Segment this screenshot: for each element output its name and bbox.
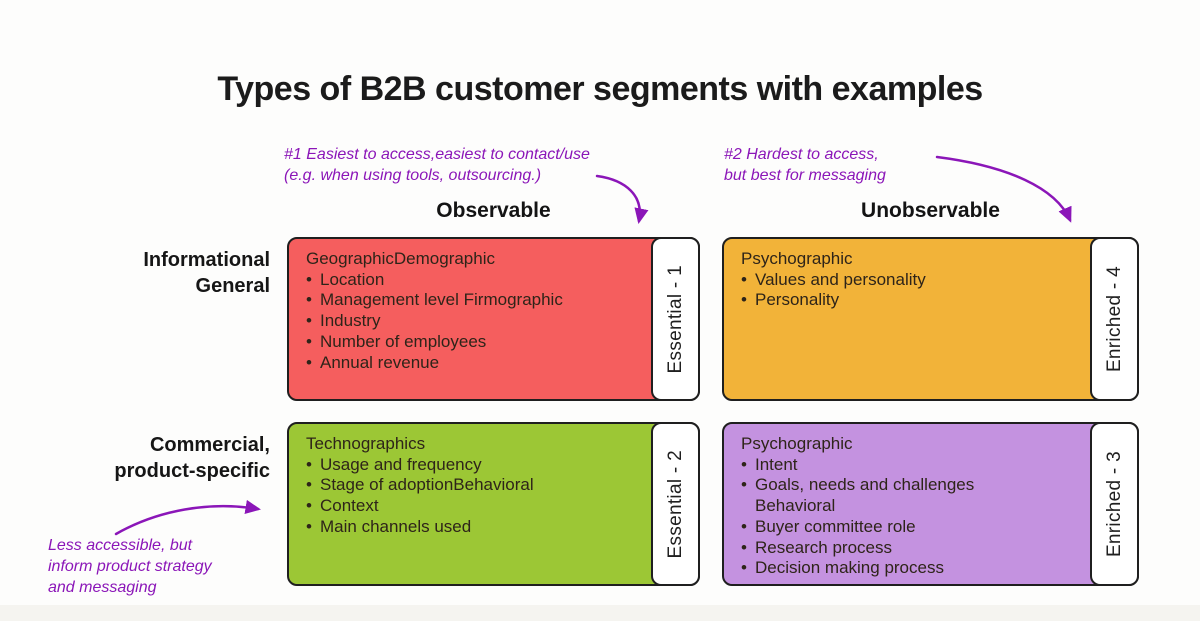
bullet-glyph: • — [741, 269, 747, 289]
bullet-text: Intent — [755, 454, 798, 474]
bullet-glyph: • — [741, 475, 747, 495]
bullet-text: Number of employees — [320, 331, 487, 351]
segment-tab-label: Enriched - 3 — [1103, 450, 1125, 558]
column-header-unobservable: Unobservable — [861, 199, 1000, 222]
bullet-glyph: • — [306, 454, 312, 474]
segment-content: Technographics • Usage and frequency • Stag… — [289, 424, 698, 584]
bullet-item: • Location — [306, 270, 640, 291]
bullet-text: Context — [320, 496, 379, 516]
bullet-text: Buyer committee role — [755, 516, 916, 536]
page-title: Types of B2B customer segments with exam… — [217, 70, 983, 108]
bullet-text: Decision making process — [755, 558, 944, 578]
segment-content: Psychographic • Values and personality • Pe… — [724, 239, 1137, 399]
segment-bullet-list: • Values and personality • Personality — [741, 270, 1079, 311]
bullet-item: • Goals, needs and challenges Behavioral — [741, 475, 1079, 516]
bullet-glyph: • — [306, 496, 312, 516]
bullet-item: • Intent — [741, 455, 1079, 476]
bullet-item: • Buyer committee role — [741, 517, 1079, 538]
bullet-item: • Research process — [741, 538, 1079, 559]
segment-bullet-list: •Location•Management level Firmographic•… — [306, 270, 640, 374]
row-label-commercial-product-specific: Commercial, product-specific — [114, 434, 270, 482]
segment-tab-label: Essential - 1 — [664, 264, 686, 374]
segment-tab-label: Essential - 2 — [664, 449, 686, 559]
bullet-glyph: • — [306, 475, 312, 495]
bullet-item: • Values and personality — [741, 270, 1079, 291]
segment-tab-enriched-3: Enriched - 3 — [1090, 422, 1139, 586]
segment-content: GeographicDemographic • Location • Manageme… — [289, 239, 698, 399]
segment-bullet-list: • Intent • Goals, needs and challenges Beha… — [741, 455, 1079, 579]
bullet-text: Usage and frequency — [320, 454, 482, 474]
bullet-item: • Usage and frequency — [306, 455, 640, 476]
segment-tab-essential-2: Essential - 2 — [651, 422, 700, 586]
segment-heading: GeographicDemographic — [306, 249, 495, 268]
arrow-to-essential-2 — [114, 499, 261, 536]
bullet-glyph: • — [306, 269, 312, 289]
bullet-text: Research process — [755, 537, 893, 557]
bullet-glyph: • — [741, 516, 747, 536]
bullet-glyph: • — [741, 558, 747, 578]
bullet-glyph: • — [741, 290, 747, 310]
bullet-text: Management level Firmographic — [320, 290, 563, 310]
column-header-observable: Observable — [436, 199, 551, 222]
bullet-item: • Annual revenue — [306, 353, 640, 374]
bullet-item: • Personality — [741, 290, 1079, 311]
bullet-text: Annual revenue — [320, 352, 440, 372]
bullet-glyph: • — [306, 516, 312, 536]
segment-tab-essential-1: Essential - 1 — [651, 237, 700, 401]
segment-content: Psychographic • Intent • Goals, needs and c… — [724, 424, 1137, 584]
segment-bullet-list: • Usage and frequency • Stage of adoptionBe… — [306, 455, 640, 538]
annotation-hardest-to-access: #2 Hardest to access, but best for messa… — [724, 146, 886, 184]
segment-tab-label: Enriched - 4 — [1103, 265, 1125, 373]
bullet-item: • Main channels used — [306, 517, 640, 538]
bullet-item: • Number of employees — [306, 332, 640, 353]
segment-heading: Technographics — [306, 434, 426, 453]
bullet-item: • Decision making process — [741, 558, 1079, 579]
bottom-haze — [0, 605, 1200, 621]
bullet-item: • Industry — [306, 311, 640, 332]
bullet-text: Stage of adoptionBehavioral — [320, 475, 534, 495]
segment-box-enriched-4: Psychographic • Values and personality • Pe… — [722, 237, 1139, 401]
bullet-glyph: • — [306, 290, 312, 310]
segment-box-enriched-3: Psychographic • Intent • Goals, needs and c… — [722, 422, 1139, 586]
bullet-glyph: • — [306, 352, 312, 372]
bullet-glyph: • — [741, 537, 747, 557]
annotation-easiest-to-access: #1 Easiest to access,easiest to contact/… — [284, 146, 590, 184]
bullet-glyph: • — [306, 331, 312, 351]
segment-tab-enriched-4: Enriched - 4 — [1090, 237, 1139, 401]
bullet-text: Personality — [755, 290, 840, 310]
bullet-text: Values and personality — [755, 269, 926, 289]
segment-heading: Psychographic — [741, 249, 853, 268]
segment-heading: Psychographic — [741, 434, 853, 453]
row-label-informational-general: Informational General — [143, 249, 270, 297]
bullet-text: Goals, needs and challenges Behavioral — [755, 475, 975, 516]
bullet-glyph: • — [306, 311, 312, 331]
segment-box-essential-1: GeographicDemographic • Location • Manageme… — [287, 237, 700, 401]
segment-box-essential-2: Technographics • Usage and frequency • Stag… — [287, 422, 700, 586]
bullet-item: • Management level Firmographic — [306, 290, 640, 311]
bullet-text: Main channels used — [320, 516, 472, 536]
bullet-text: Location — [320, 269, 385, 289]
bullet-item: • Stage of adoptionBehavioral — [306, 475, 640, 496]
bullet-text: Industry — [320, 311, 381, 331]
bullet-item: • Context — [306, 496, 640, 517]
bullet-glyph: • — [741, 454, 747, 474]
annotation-less-accessible: Less accessible, but inform product stra… — [48, 537, 212, 596]
